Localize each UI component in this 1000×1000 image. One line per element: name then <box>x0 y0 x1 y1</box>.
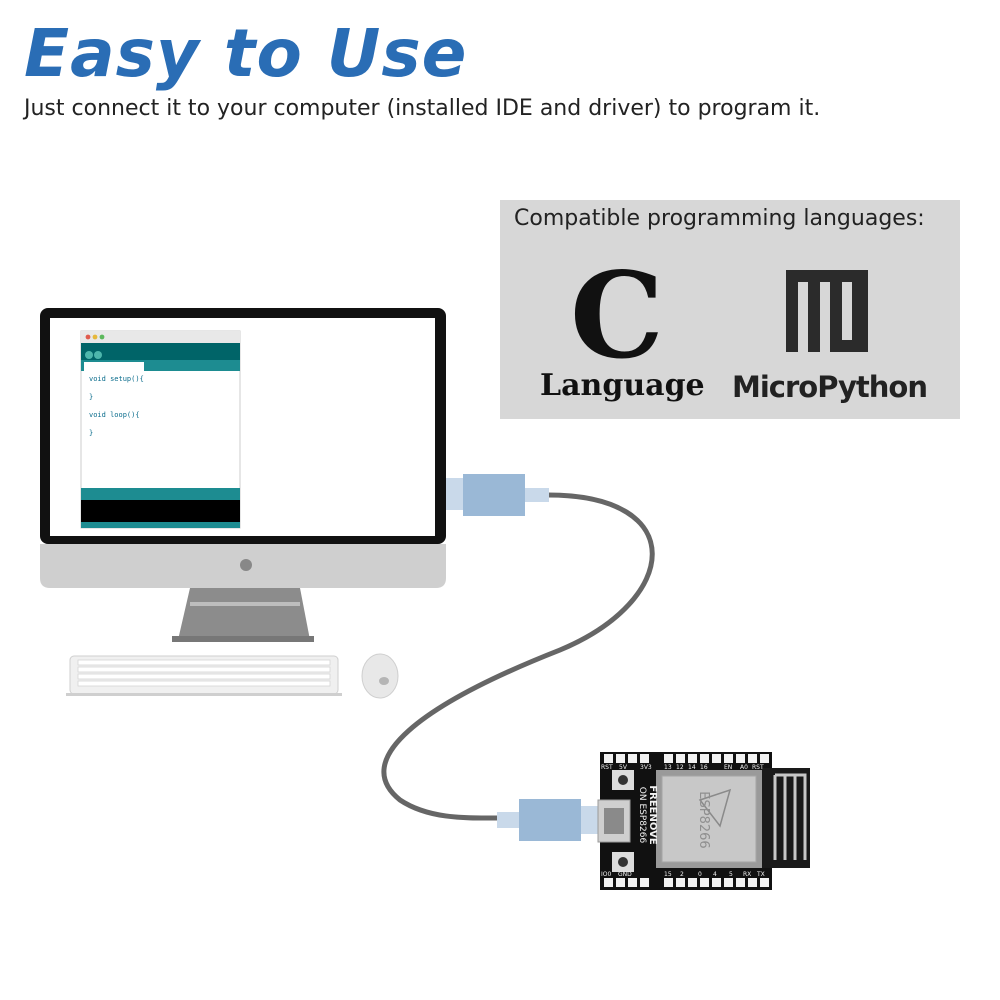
ide-toolbar <box>81 343 240 360</box>
ide-console <box>81 500 240 522</box>
board-brand: FREENOVE <box>647 785 658 845</box>
svg-text:12: 12 <box>676 764 684 771</box>
svg-text:A0: A0 <box>740 764 748 771</box>
svg-text:RX: RX <box>743 871 751 878</box>
board-model: ON ESP8266 <box>637 787 647 844</box>
svg-text:15: 15 <box>664 871 672 878</box>
micropython-label: MicroPython <box>732 370 928 404</box>
top-pin-labels: RST 5V 3V3 13 12 14 16 EN A0 RST <box>601 764 764 771</box>
code-line-close-1: } <box>89 393 94 401</box>
code-line-setup: void setup(){ <box>89 375 144 383</box>
keyboard-keys <box>77 659 331 687</box>
svg-text:0: 0 <box>698 871 702 878</box>
svg-text:14: 14 <box>688 764 696 771</box>
chip-label: ESP8266 <box>696 791 711 848</box>
ide-titlebar <box>81 331 240 343</box>
mouse <box>361 653 399 699</box>
ide-tab-bar <box>81 360 240 371</box>
esp-module-shield <box>661 775 757 863</box>
upload-icon <box>94 351 102 359</box>
svg-text:RST: RST <box>752 764 764 771</box>
svg-text:5V: 5V <box>619 764 628 771</box>
page-subtitle: Just connect it to your computer (instal… <box>24 96 821 121</box>
svg-text:2: 2 <box>680 871 684 878</box>
monitor-stand-base <box>172 636 314 642</box>
maximize-icon <box>99 334 105 340</box>
page-title: Easy to Use <box>24 15 468 92</box>
svg-text:3V3: 3V3 <box>640 764 652 771</box>
languages-heading: Compatible programming languages: <box>514 206 925 231</box>
c-logo-icon: C <box>570 246 664 385</box>
usb-plug-board <box>519 799 581 841</box>
svg-text:EN: EN <box>724 764 732 771</box>
esp8266-board <box>597 752 810 890</box>
svg-text:4: 4 <box>713 871 717 878</box>
close-icon <box>85 334 91 340</box>
minimize-icon <box>92 334 98 340</box>
languages-panel: Compatible programming languages: C Lang… <box>500 200 960 419</box>
svg-text:RST: RST <box>601 764 613 771</box>
ide-tab <box>84 362 144 371</box>
code-line-close-2: } <box>89 429 94 437</box>
micropython-logo-icon <box>786 270 868 352</box>
usb-cable <box>381 492 655 821</box>
verify-icon <box>85 351 93 359</box>
monitor-logo-dot <box>240 559 252 571</box>
svg-text:16: 16 <box>700 764 708 771</box>
ide-status-bar <box>81 488 240 500</box>
code-line-loop: void loop(){ <box>89 411 140 419</box>
svg-text:TX: TX <box>756 871 765 878</box>
svg-text:IO0: IO0 <box>601 871 611 878</box>
bottom-pin-labels: IO0 GND 15 2 0 4 5 RX TX <box>601 871 765 878</box>
svg-text:5: 5 <box>729 871 733 878</box>
svg-text:GND: GND <box>618 871 632 878</box>
svg-text:13: 13 <box>664 764 672 771</box>
c-language-label: Language <box>540 368 705 403</box>
usb-plug-computer <box>463 474 525 516</box>
monitor-stand <box>178 588 310 640</box>
